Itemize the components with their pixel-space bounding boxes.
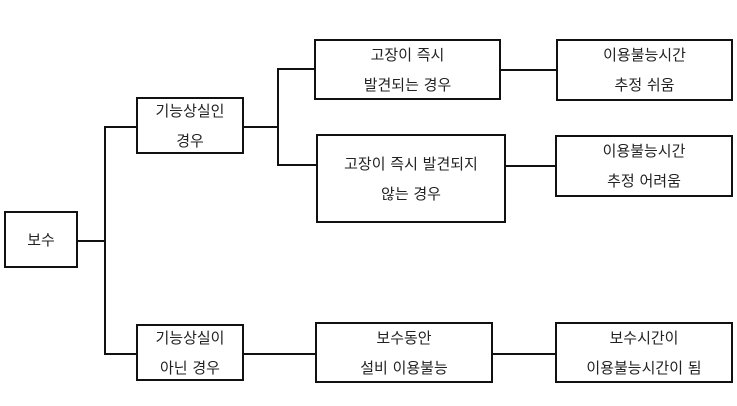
connector-case-3-result [492, 353, 556, 355]
connector-case-1-result [500, 69, 557, 71]
result-label: 이용불능시간 추정 어려움 [602, 142, 686, 190]
condition-label: 기능상실인 경우 [155, 101, 225, 150]
case-label: 보수동안 설비 이용불능 [360, 328, 448, 377]
connector-condition-1-spine [277, 68, 279, 165]
connector-condition-1 [243, 126, 278, 128]
connector-to-case-2 [277, 164, 317, 166]
condition-node-not-function-loss: 기능상실이 아닌 경우 [136, 324, 244, 381]
connector-to-condition-1 [104, 126, 137, 128]
connector-root-spine [104, 126, 106, 354]
case-node-detected-immediately: 고장이 즉시 발견되는 경우 [314, 39, 501, 100]
connector-condition-2 [243, 353, 316, 355]
condition-label: 기능상실이 아닌 경우 [155, 328, 225, 377]
case-label: 고장이 즉시 발견되는 경우 [363, 45, 452, 94]
connector-root [77, 240, 105, 242]
result-label: 이용불능시간 추정 쉬움 [603, 46, 686, 94]
result-node-maintenance-time: 보수시간이 이용불능시간이 됨 [555, 322, 733, 383]
case-node-not-detected-immediately: 고장이 즉시 발견되지 않는 경우 [316, 134, 506, 223]
result-node-easy-estimate: 이용불능시간 추정 쉬움 [556, 39, 733, 101]
result-label: 보수시간이 이용불능시간이 됨 [586, 328, 702, 377]
root-node: 보수 [4, 211, 78, 268]
connector-case-2-result [505, 165, 556, 167]
result-node-hard-estimate: 이용불능시간 추정 어려움 [555, 135, 733, 197]
case-label: 고장이 즉시 발견되지 않는 경우 [344, 154, 478, 203]
root-label: 보수 [27, 230, 55, 249]
connector-to-condition-2 [104, 353, 137, 355]
connector-to-case-1 [277, 68, 315, 70]
condition-node-function-loss: 기능상실인 경우 [136, 97, 244, 154]
case-node-unavailable-during-maintenance: 보수동안 설비 이용불능 [315, 322, 493, 383]
